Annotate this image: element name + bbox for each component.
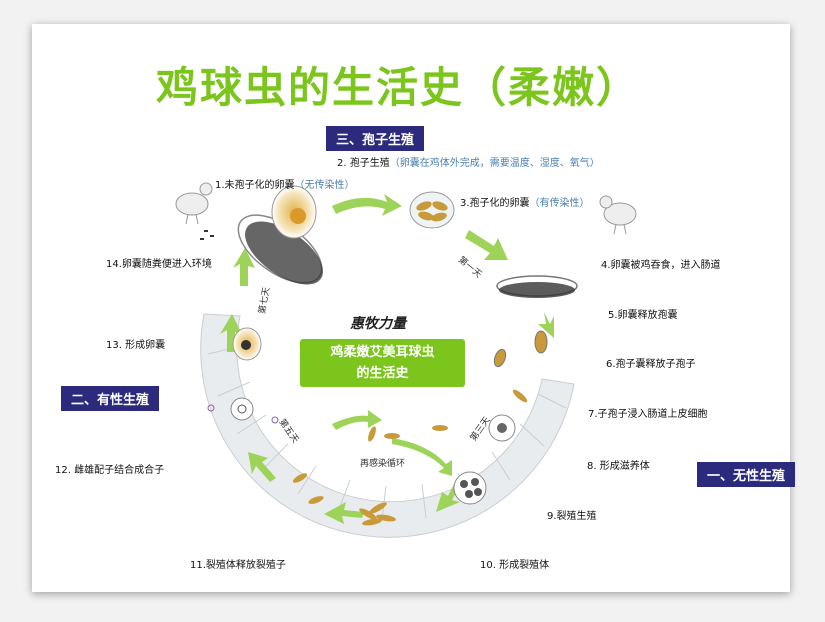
slide-frame: 鸡球虫的生活史（柔嫩） 三、孢子生殖 二、有性生殖 一、无性生殖 惠牧力量 鸡柔…: [32, 24, 796, 592]
stage-spore-box: 三、孢子生殖: [326, 126, 425, 151]
label-step-1: 1.未孢子化的卵囊（无传染性）: [215, 180, 355, 191]
sporocysts: [292, 330, 548, 504]
oocyst-dish-1: [237, 185, 323, 285]
label-step-11: 11.裂殖体释放裂殖子: [190, 560, 286, 571]
label-step-10: 10. 形成裂殖体: [480, 560, 550, 571]
label-step-2: 2. 孢子生殖（卵囊在鸡体外完成，需要温度、湿度、氧气）: [337, 158, 600, 169]
label-reinfection-cycle: 再感染循环: [360, 459, 406, 469]
oocyst-formed: [232, 327, 262, 361]
label-step-4: 4.卵囊被鸡吞食，进入肠道: [601, 260, 721, 271]
label-step-7: 7.子孢子浸入肠道上皮细胞: [588, 409, 708, 420]
label-step-12: 12. 雌雄配子结合成合子: [55, 465, 165, 476]
oocyst-dish-4: [496, 275, 578, 298]
lifecycle-diagram: [175, 182, 637, 538]
label-step-8: 8. 形成滋养体: [587, 461, 650, 472]
label-step-9: 9.裂殖生殖: [547, 511, 597, 522]
schizont: [453, 471, 487, 505]
chicken-left-icon: [175, 182, 213, 225]
label-step-5: 5.卵囊释放孢囊: [608, 310, 678, 321]
label-step-13: 13. 形成卵囊: [106, 340, 166, 351]
droppings-icon: [200, 230, 214, 240]
brand-logo: 惠牧力量: [350, 316, 406, 332]
page-title: 鸡球虫的生活史（柔嫩）: [156, 63, 641, 112]
stage-sexual-box: 二、有性生殖: [61, 386, 160, 411]
trophozoite: [488, 414, 516, 442]
label-step-14: 14.卵囊随粪便进入环境: [106, 259, 212, 270]
center-line-1: 鸡柔嫩艾美耳球虫: [330, 345, 435, 360]
stage-asexual-box: 一、无性生殖: [697, 462, 796, 487]
chicken-right-icon: [599, 195, 637, 235]
gametes: [207, 397, 279, 424]
center-title-box: 鸡柔嫩艾美耳球虫 的生活史: [300, 339, 465, 387]
label-step-6: 6.孢子囊释放子孢子: [606, 359, 696, 370]
label-step-3: 3.孢子化的卵囊（有传染性）: [460, 198, 590, 209]
merozoite-cluster: [359, 502, 396, 526]
center-line-2: 的生活史: [356, 366, 409, 381]
sporulated-oocyst: [409, 191, 455, 229]
